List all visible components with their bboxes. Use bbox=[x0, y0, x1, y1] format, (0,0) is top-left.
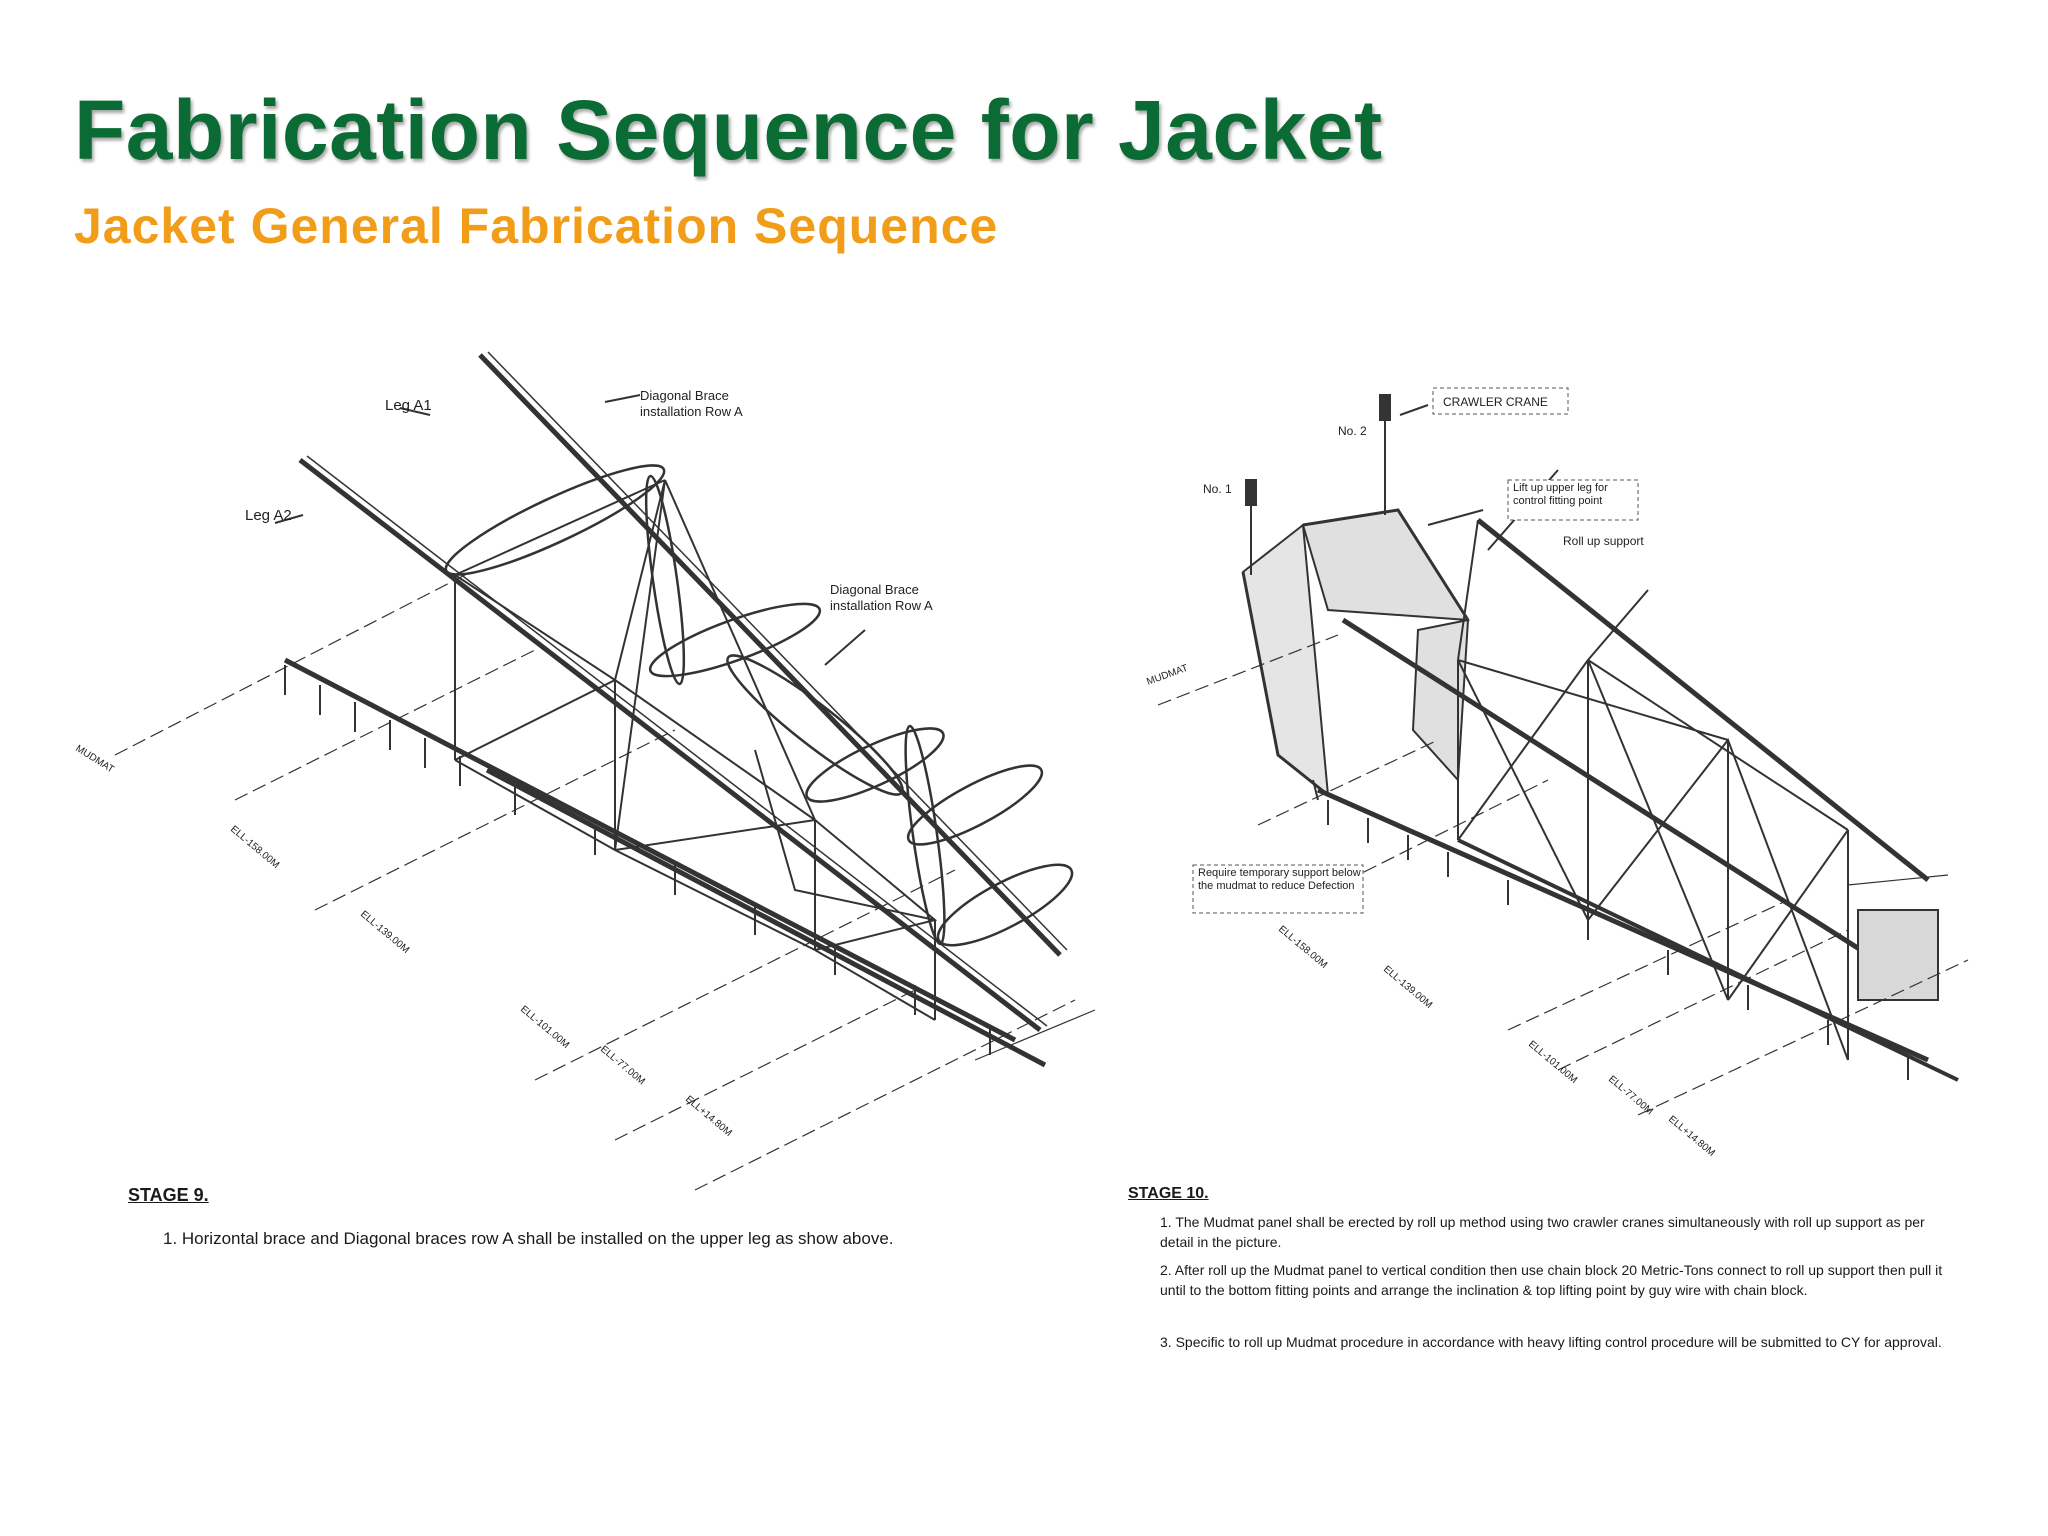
stage9-diag-brace-top-label: Diagonal Brace installation Row A bbox=[640, 388, 743, 419]
stage10-no2-label: No. 2 bbox=[1338, 424, 1367, 438]
stage10-crawler-crane-label: CRAWLER CRANE bbox=[1443, 395, 1548, 409]
stage10-title: STAGE 10. bbox=[1128, 1185, 1209, 1202]
stage9-drawing: Leg A1 Leg A2 Diagonal Brace installatio… bbox=[55, 330, 1115, 1290]
stage9-isometric-jacket: Leg A1 Leg A2 Diagonal Brace installatio… bbox=[55, 330, 1115, 1290]
stage10-note-3: 3. Specific to roll up Mudmat procedure … bbox=[1160, 1334, 1942, 1350]
stage10-lift-upper-leg-label: Lift up upper leg for control fitting po… bbox=[1513, 482, 1608, 508]
stage9-leg-a1-label: Leg A1 bbox=[385, 397, 432, 414]
stage9-leg-a2-label: Leg A2 bbox=[245, 507, 292, 524]
slide-title: Fabrication Sequence for Jacket bbox=[74, 83, 1383, 177]
stage10-isometric-jacket: CRAWLER CRANE No. 1 No. 2 Lift up upper … bbox=[1128, 360, 2008, 1160]
stage9-title: STAGE 9. bbox=[128, 1185, 209, 1205]
slide-subtitle: Jacket General Fabrication Sequence bbox=[74, 198, 999, 254]
stage10-drawing: CRAWLER CRANE No. 1 No. 2 Lift up upper … bbox=[1128, 360, 2008, 1160]
stage10-temp-support-label: Require temporary support below the mudm… bbox=[1198, 867, 1361, 892]
stage10-no1-label: No. 1 bbox=[1203, 482, 1232, 496]
stage10-note-1: 1. The Mudmat panel shall be erected by … bbox=[1160, 1214, 1925, 1251]
stage10-note-2: 2. After roll up the Mudmat panel to ver… bbox=[1160, 1262, 1943, 1299]
stage10-roll-up-support-label: Roll up support bbox=[1563, 534, 1644, 548]
stage9-note: 1. Horizontal brace and Diagonal braces … bbox=[163, 1229, 894, 1248]
stage9-diag-brace-mid-label: Diagonal Brace installation Row A bbox=[830, 582, 933, 613]
